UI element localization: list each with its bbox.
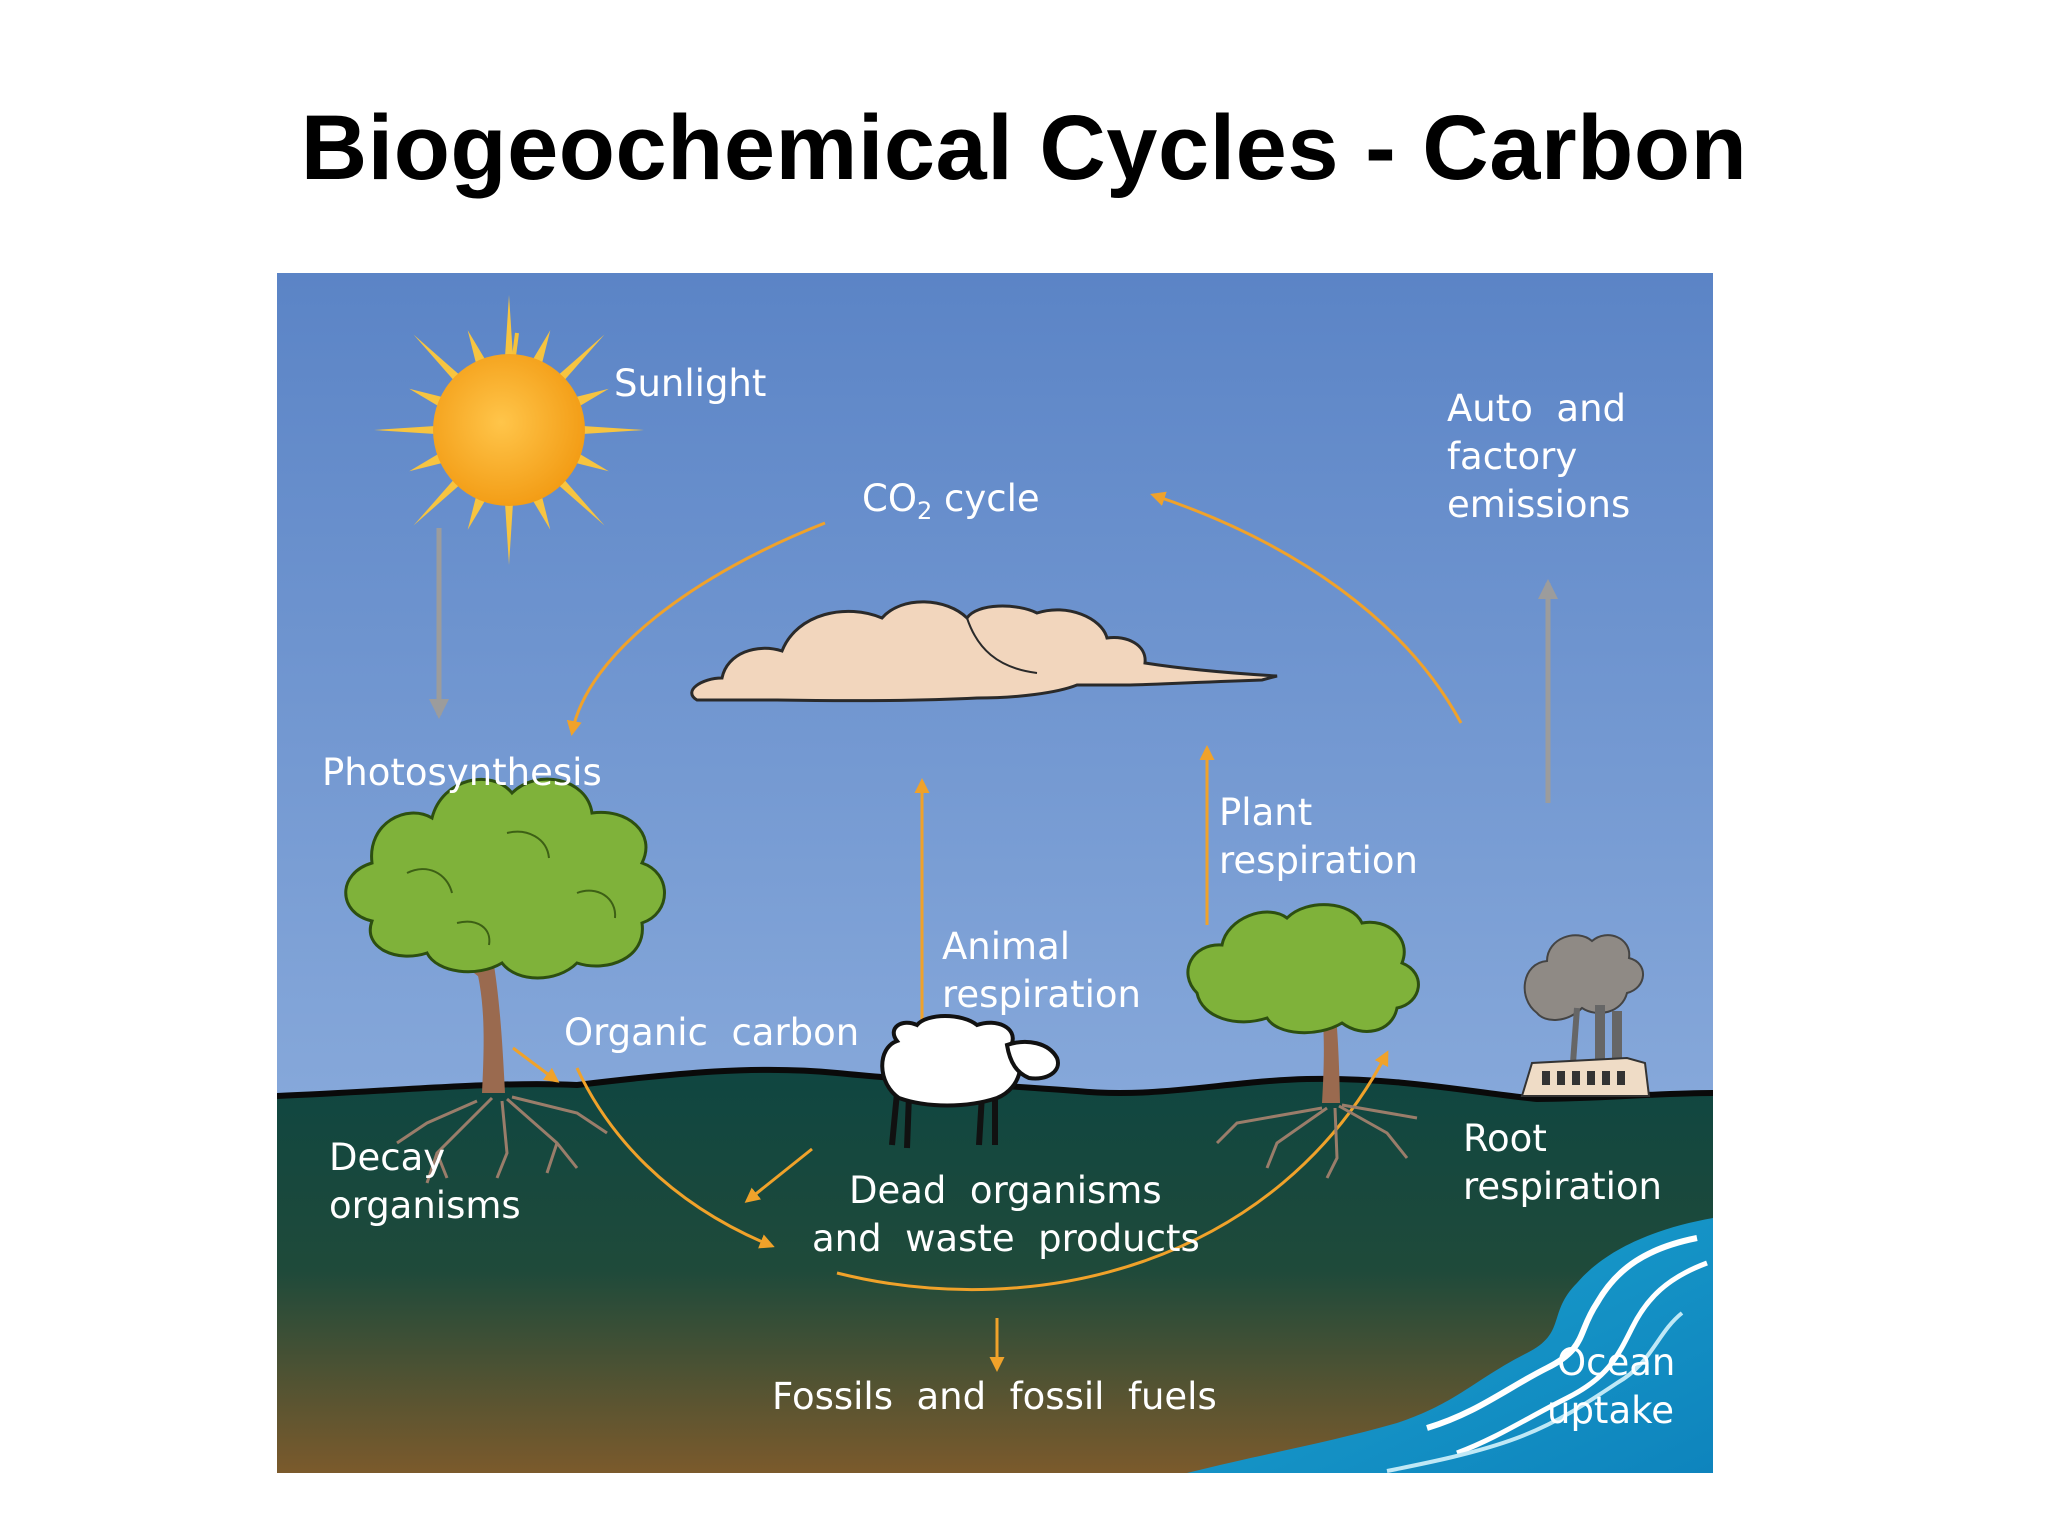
label-decay-line1: Decay: [329, 1136, 445, 1179]
ocean-wave: [1386, 1311, 1684, 1473]
sun-ray: [555, 334, 605, 384]
sun-ray: [467, 492, 488, 530]
label-ocean-line2: uptake: [1547, 1389, 1674, 1432]
factory-icon: [1520, 934, 1651, 1097]
sun-ray: [374, 425, 440, 435]
sun-ray: [413, 334, 463, 384]
ground: [277, 1069, 1713, 1473]
label-animal-respiration-line2: respiration: [942, 973, 1141, 1016]
sun-ray: [409, 388, 447, 409]
label-root-respiration-line2: respiration: [1463, 1165, 1662, 1208]
sun-ray: [413, 476, 463, 526]
label-animal-respiration-line1: Animal: [942, 925, 1070, 968]
tree-left-icon: [344, 777, 666, 1093]
label-sunlight: Sunlight: [614, 362, 766, 405]
ocean-wave: [1456, 1260, 1708, 1456]
respiration-to-co2-arrow: [1150, 491, 1463, 724]
ocean: [1187, 1218, 1713, 1473]
sheep-icon: [880, 1014, 1060, 1149]
label-emissions-line3: emissions: [1447, 483, 1630, 526]
diagram-canvas: Sunlight CO2 cycle Auto and factory emis…: [277, 273, 1713, 1473]
sun-icon: [374, 295, 644, 565]
label-root-respiration-line1: Root: [1463, 1117, 1547, 1160]
label-fossils: Fossils and fossil fuels: [772, 1375, 1217, 1418]
sun-ray: [555, 476, 605, 526]
label-ocean-line1: Ocean: [1557, 1341, 1675, 1384]
sun-ray: [578, 425, 644, 435]
sun-ray: [530, 492, 551, 530]
tree-left-roots: [396, 1095, 608, 1184]
label-emissions-line1: Auto and: [1447, 387, 1626, 430]
tree-right-roots: [1215, 1103, 1418, 1179]
label-co2-cycle: CO2 cycle: [862, 477, 1040, 525]
carbon-cycle-diagram: Sunlight CO2 cycle Auto and factory emis…: [277, 273, 1713, 1473]
slide-title: Biogeochemical Cycles - Carbon: [300, 97, 1748, 199]
label-plant-respiration-line2: respiration: [1219, 839, 1418, 882]
root-respiration-arrow: [836, 1050, 1389, 1292]
decay-arrow: [744, 1147, 813, 1203]
cloud-icon: [690, 600, 1278, 703]
sun-ray: [467, 330, 488, 368]
label-dead-organisms-line2: and waste products: [812, 1217, 1200, 1260]
sun-ray: [530, 330, 551, 368]
organic-to-dead-arrow: [575, 1067, 775, 1249]
label-co2-suffix: cycle: [932, 477, 1039, 520]
label-co2: CO: [862, 477, 917, 520]
sun-ray: [504, 499, 514, 565]
ground-outline: [277, 1066, 1713, 1103]
label-emissions-line2: factory: [1447, 435, 1577, 478]
sun-ray: [571, 451, 609, 472]
sun-ray: [571, 388, 609, 409]
label-plant-respiration-line1: Plant: [1219, 791, 1312, 834]
label-photosynthesis: Photosynthesis: [322, 751, 602, 794]
co2-to-photosynthesis-arrow: [566, 521, 826, 736]
label-organic-carbon: Organic carbon: [564, 1011, 859, 1054]
sun-ray: [504, 295, 514, 361]
tree-right-icon: [1186, 903, 1420, 1103]
sun-ray: [409, 451, 447, 472]
ocean-wave: [1426, 1235, 1698, 1431]
label-decay-line2: organisms: [329, 1184, 521, 1227]
organic-carbon-arrow: [512, 1046, 560, 1083]
label-dead-organisms-line1: Dead organisms: [849, 1169, 1162, 1212]
label-co2-subscript: 2: [917, 497, 932, 525]
